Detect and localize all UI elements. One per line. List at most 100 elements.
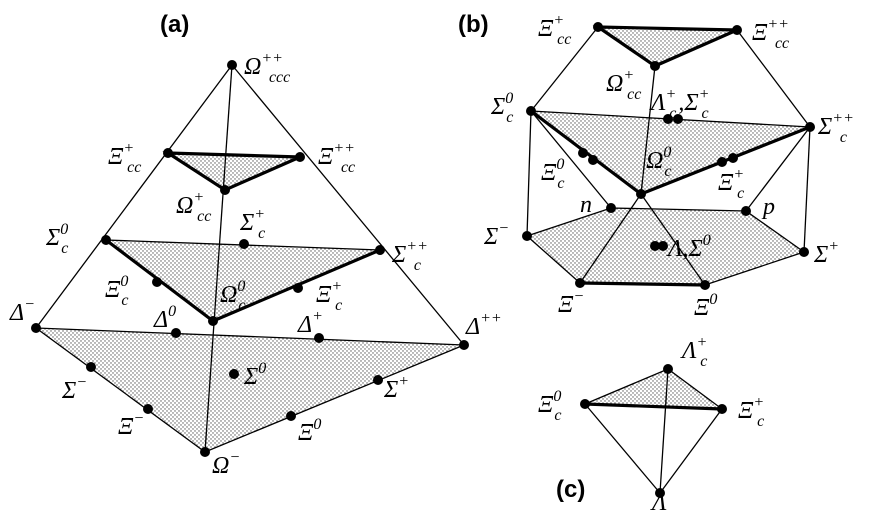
label-superscript: ++ <box>261 50 283 67</box>
plane-c-top <box>584 368 725 410</box>
label-b-n: n <box>580 192 592 218</box>
dot-b-sigma-c-plus <box>673 114 683 124</box>
label-superscript: + <box>123 140 134 157</box>
dot-xi-minus <box>143 404 153 414</box>
dot-b-lambda-c <box>663 114 673 124</box>
label-superscript: + <box>193 189 204 206</box>
label-sigma-minus: Σ− <box>61 374 87 404</box>
label-sigma-plus: Σ+ <box>383 373 409 403</box>
dot-b-sigma0 <box>658 241 668 251</box>
label-sigma-c-plus: Σ+c <box>239 206 265 242</box>
dot-xi-cc-pp <box>295 152 305 162</box>
label-omega-cc: Ω+cc <box>176 189 211 225</box>
label-b-p: p <box>761 194 775 220</box>
label-omega-minus: Ω− <box>212 449 240 479</box>
dot-xi-c0 <box>152 277 162 287</box>
label-b-xi-cc-pp: Ξ++cc <box>752 16 789 52</box>
label-subscript: cc <box>627 86 641 103</box>
label-base: Λ <box>680 338 697 364</box>
dot-b-omega-c0 <box>636 189 646 199</box>
dot-sigma-plus <box>373 375 383 385</box>
dot-xi-0 <box>286 411 296 421</box>
label-subscript: c <box>737 185 744 202</box>
label-base: Ξ <box>558 292 574 318</box>
label-c-lambda: Λ <box>650 490 667 513</box>
label-base: Σ <box>239 210 254 236</box>
label-b-lambda-sigma0: Λ,Σ0 <box>666 232 711 262</box>
label-base: Λ,Σ <box>666 236 703 262</box>
label-base: Σ <box>490 94 505 120</box>
dot-b-xi-c0-a <box>578 148 588 158</box>
label-superscript: − <box>24 296 35 313</box>
label-base: Σ <box>383 377 398 403</box>
label-c-xi-c-plus: Ξ+c <box>738 394 764 430</box>
label-superscript: − <box>229 449 240 466</box>
label-superscript: 0 <box>313 416 321 433</box>
dot-b-xi-c-plus-b <box>728 153 738 163</box>
dot-b-lambda <box>650 241 660 251</box>
label-superscript: 0 <box>237 278 245 295</box>
label-subscript: c <box>554 407 561 424</box>
label-superscript: 0 <box>505 90 513 107</box>
dot-c-xi-c0 <box>580 399 590 409</box>
label-delta-pp: Δ++ <box>465 310 502 340</box>
label-superscript: − <box>133 410 144 427</box>
label-b-sigma-c-pp: Σ++c <box>817 110 854 146</box>
label-base: Δ <box>465 314 480 340</box>
dot-b-xi-minus <box>575 278 585 288</box>
label-superscript: 0 <box>258 360 266 377</box>
label-subscript: c <box>557 175 564 192</box>
dot-b-omega-cc <box>650 61 660 71</box>
label-base: Ξ <box>738 398 754 424</box>
label-superscript: 0 <box>703 232 711 249</box>
label-base: Σ <box>817 114 832 140</box>
label-superscript: − <box>76 374 87 391</box>
dot-b-xi-cc-pp <box>732 25 742 35</box>
label-base: Ω <box>244 54 261 80</box>
dot-delta-pp <box>459 340 469 350</box>
label-base: Ξ <box>298 420 314 446</box>
label-superscript: + <box>398 373 409 390</box>
label-c-lambda-c: Λ+c <box>680 334 707 370</box>
label-base: Ω <box>176 193 193 219</box>
label-superscript: 0 <box>556 156 564 173</box>
label-xi-cc-pp: Ξ++cc <box>318 140 355 176</box>
panel-a-title: (a) <box>160 11 189 38</box>
label-superscript: ++ <box>767 16 789 33</box>
label-subscript: c <box>757 413 764 430</box>
label-xi-cc-plus: Ξ+cc <box>108 140 141 176</box>
plane-a-bottom <box>33 327 465 453</box>
label-subscript: cc <box>775 35 789 52</box>
dot-c-xi-c-plus <box>717 404 727 414</box>
label-superscript: ++ <box>333 140 355 157</box>
dot-b-n <box>606 203 616 213</box>
label-delta-plus: Δ+ <box>297 308 323 338</box>
dot-sigma-c-plus <box>239 239 249 249</box>
label-base: Σ <box>813 242 828 268</box>
dot-b-sigma-minus <box>522 231 532 241</box>
label-superscript: 0 <box>168 303 176 320</box>
dot-b-sigma-c0 <box>526 106 536 116</box>
panel-b: (b) <box>458 11 854 321</box>
dot-sigma-c0 <box>101 235 111 245</box>
dot-b-xi-c-plus-a <box>717 157 727 167</box>
label-subscript: cc <box>127 159 141 176</box>
label-base: Ξ <box>318 144 334 170</box>
dot-b-xi-0 <box>700 280 710 290</box>
label-base: Ξ <box>538 392 554 418</box>
label-superscript: + <box>828 238 839 255</box>
dot-sigma-0 <box>229 369 239 379</box>
label-subscript: c <box>121 292 128 309</box>
dot-b-sigma-c-pp <box>805 122 815 132</box>
label-superscript: + <box>312 308 323 325</box>
panel-c-title: (c) <box>556 476 585 503</box>
label-base: Ξ <box>316 282 332 308</box>
plane-b-top <box>592 25 738 68</box>
